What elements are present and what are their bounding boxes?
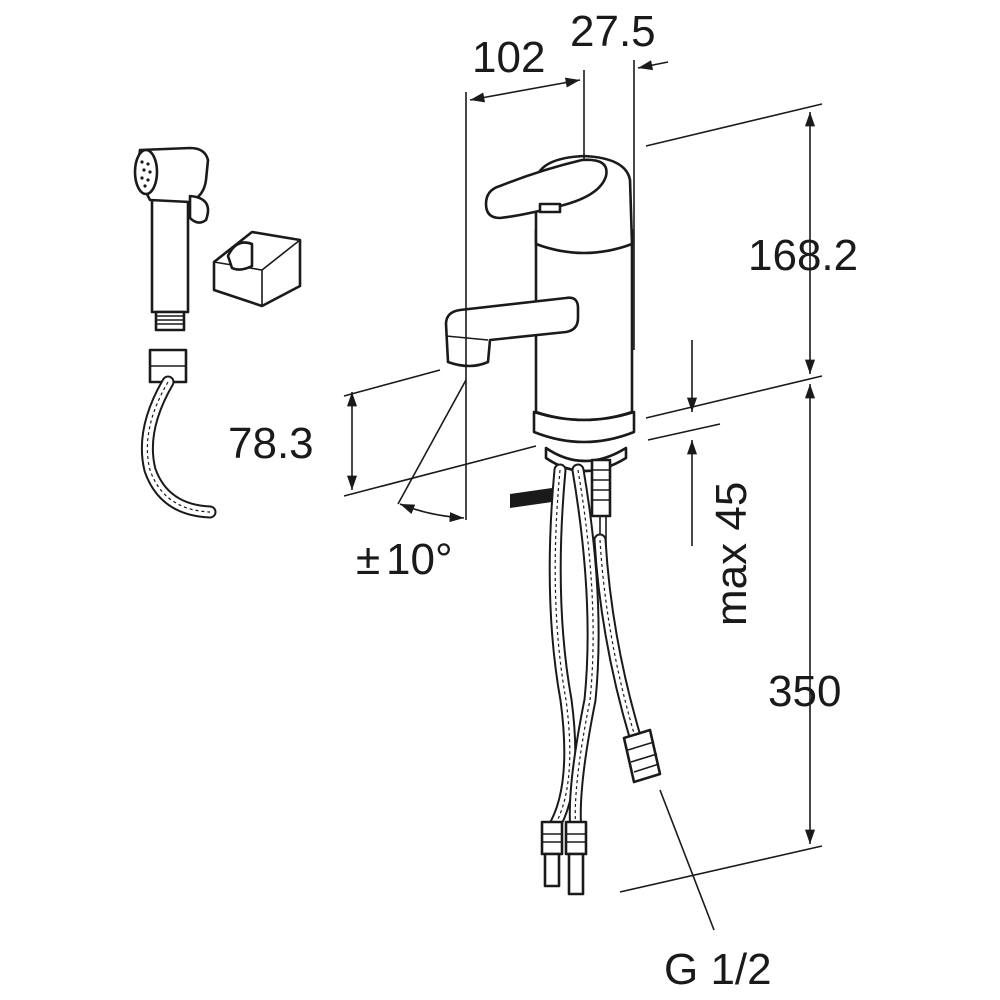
dim-spout-height: 78.3 <box>228 419 314 468</box>
dim-connection-thread: G 1/2 <box>664 945 772 994</box>
faucet <box>444 154 636 548</box>
dim-swivel-angle: 10° <box>386 535 453 584</box>
dim-handle-offset: 27.5 <box>570 7 656 56</box>
dim-hose-length: 350 <box>768 667 841 716</box>
dim-max-deck: max 45 <box>707 482 756 626</box>
dimension-lines <box>343 60 823 931</box>
faucet-hoses <box>540 463 662 896</box>
dim-swivel-sign: ± <box>356 535 380 584</box>
wall-holder <box>212 230 302 308</box>
dim-spout-reach: 102 <box>472 33 545 82</box>
hand-shower <box>133 146 210 332</box>
shower-hose <box>140 348 217 519</box>
dim-body-height: 168.2 <box>748 231 858 280</box>
spray-holes-icon <box>140 160 152 188</box>
